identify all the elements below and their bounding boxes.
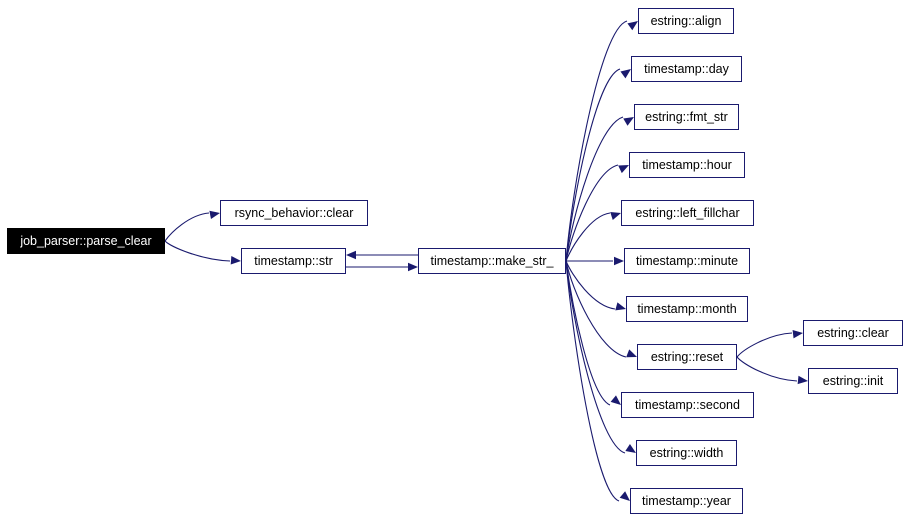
edge-ts_make_str-to-ts_month xyxy=(565,260,616,310)
edge-ts_make_str-to-ts_hour-arrowhead xyxy=(618,165,629,174)
edge-parse_clear-to-rsync_clear xyxy=(164,212,210,242)
graph-node-es_fmt_str[interactable]: estring::fmt_str xyxy=(634,104,739,130)
edge-parse_clear-to-ts_str xyxy=(164,240,231,262)
edge-ts_make_str-to-es_align-arrowhead xyxy=(627,21,638,31)
graph-node-es_reset[interactable]: estring::reset xyxy=(637,344,737,370)
graph-node-es_clear[interactable]: estring::clear xyxy=(803,320,903,346)
edge-ts_make_str-to-es_reset xyxy=(565,260,627,358)
edge-ts_str-to-ts_make_str-arrowhead xyxy=(408,262,418,272)
graph-node-ts_second[interactable]: timestamp::second xyxy=(621,392,754,418)
edge-ts_make_str-to-ts_year xyxy=(565,260,620,502)
edge-ts_make_str-to-ts_day-arrowhead xyxy=(620,69,631,79)
edge-ts_make_str-to-es_align xyxy=(565,20,628,262)
graph-node-es_left_fill[interactable]: estring::left_fillchar xyxy=(621,200,754,226)
graph-node-es_align[interactable]: estring::align xyxy=(638,8,734,34)
edge-ts_make_str-to-ts_year-arrowhead xyxy=(619,491,630,501)
edge-ts_make_str-to-es_width-arrowhead xyxy=(625,444,636,453)
edge-ts_make_str-to-es_reset-arrowhead xyxy=(626,349,637,358)
graph-node-ts_month[interactable]: timestamp::month xyxy=(626,296,748,322)
edge-es_reset-to-es_clear-arrowhead xyxy=(792,329,803,339)
edge-ts_make_str-to-ts_minute-arrowhead xyxy=(614,256,624,266)
edge-ts_make_str-to-es_width xyxy=(565,260,626,454)
edge-ts_make_str-to-ts_month-arrowhead xyxy=(615,302,626,311)
graph-node-ts_hour[interactable]: timestamp::hour xyxy=(629,152,745,178)
edge-ts_make_str-to-es_fmt_str-arrowhead xyxy=(623,117,634,126)
edge-es_reset-to-es_clear xyxy=(736,332,793,358)
graph-node-parse_clear[interactable]: job_parser::parse_clear xyxy=(7,228,165,254)
graph-node-es_width[interactable]: estring::width xyxy=(636,440,737,466)
edge-ts_make_str-to-ts_second-arrowhead xyxy=(610,395,621,405)
edge-ts_make_str-to-ts_day xyxy=(565,68,621,262)
graph-node-rsync_clear[interactable]: rsync_behavior::clear xyxy=(220,200,368,226)
edge-parse_clear-to-ts_str-arrowhead xyxy=(230,256,241,265)
edge-ts_make_str-to-es_fmt_str xyxy=(565,116,624,262)
edge-ts_make_str-to-ts_str-arrowhead xyxy=(346,250,356,260)
edge-es_reset-to-es_init xyxy=(736,356,798,382)
edge-ts_make_str-to-ts_second xyxy=(565,260,611,406)
graph-node-ts_minute[interactable]: timestamp::minute xyxy=(624,248,750,274)
graph-node-es_init[interactable]: estring::init xyxy=(808,368,898,394)
graph-node-ts_year[interactable]: timestamp::year xyxy=(630,488,743,514)
edge-ts_make_str-to-ts_hour xyxy=(565,164,619,262)
edge-ts_make_str-to-es_left_fill-arrowhead xyxy=(610,212,621,221)
edge-parse_clear-to-rsync_clear-arrowhead xyxy=(209,210,220,219)
graph-node-ts_day[interactable]: timestamp::day xyxy=(631,56,742,82)
edge-es_reset-to-es_init-arrowhead xyxy=(797,375,808,385)
graph-node-ts_str[interactable]: timestamp::str xyxy=(241,248,346,274)
edge-ts_make_str-to-es_left_fill xyxy=(565,212,611,262)
graph-node-ts_make_str[interactable]: timestamp::make_str_ xyxy=(418,248,566,274)
